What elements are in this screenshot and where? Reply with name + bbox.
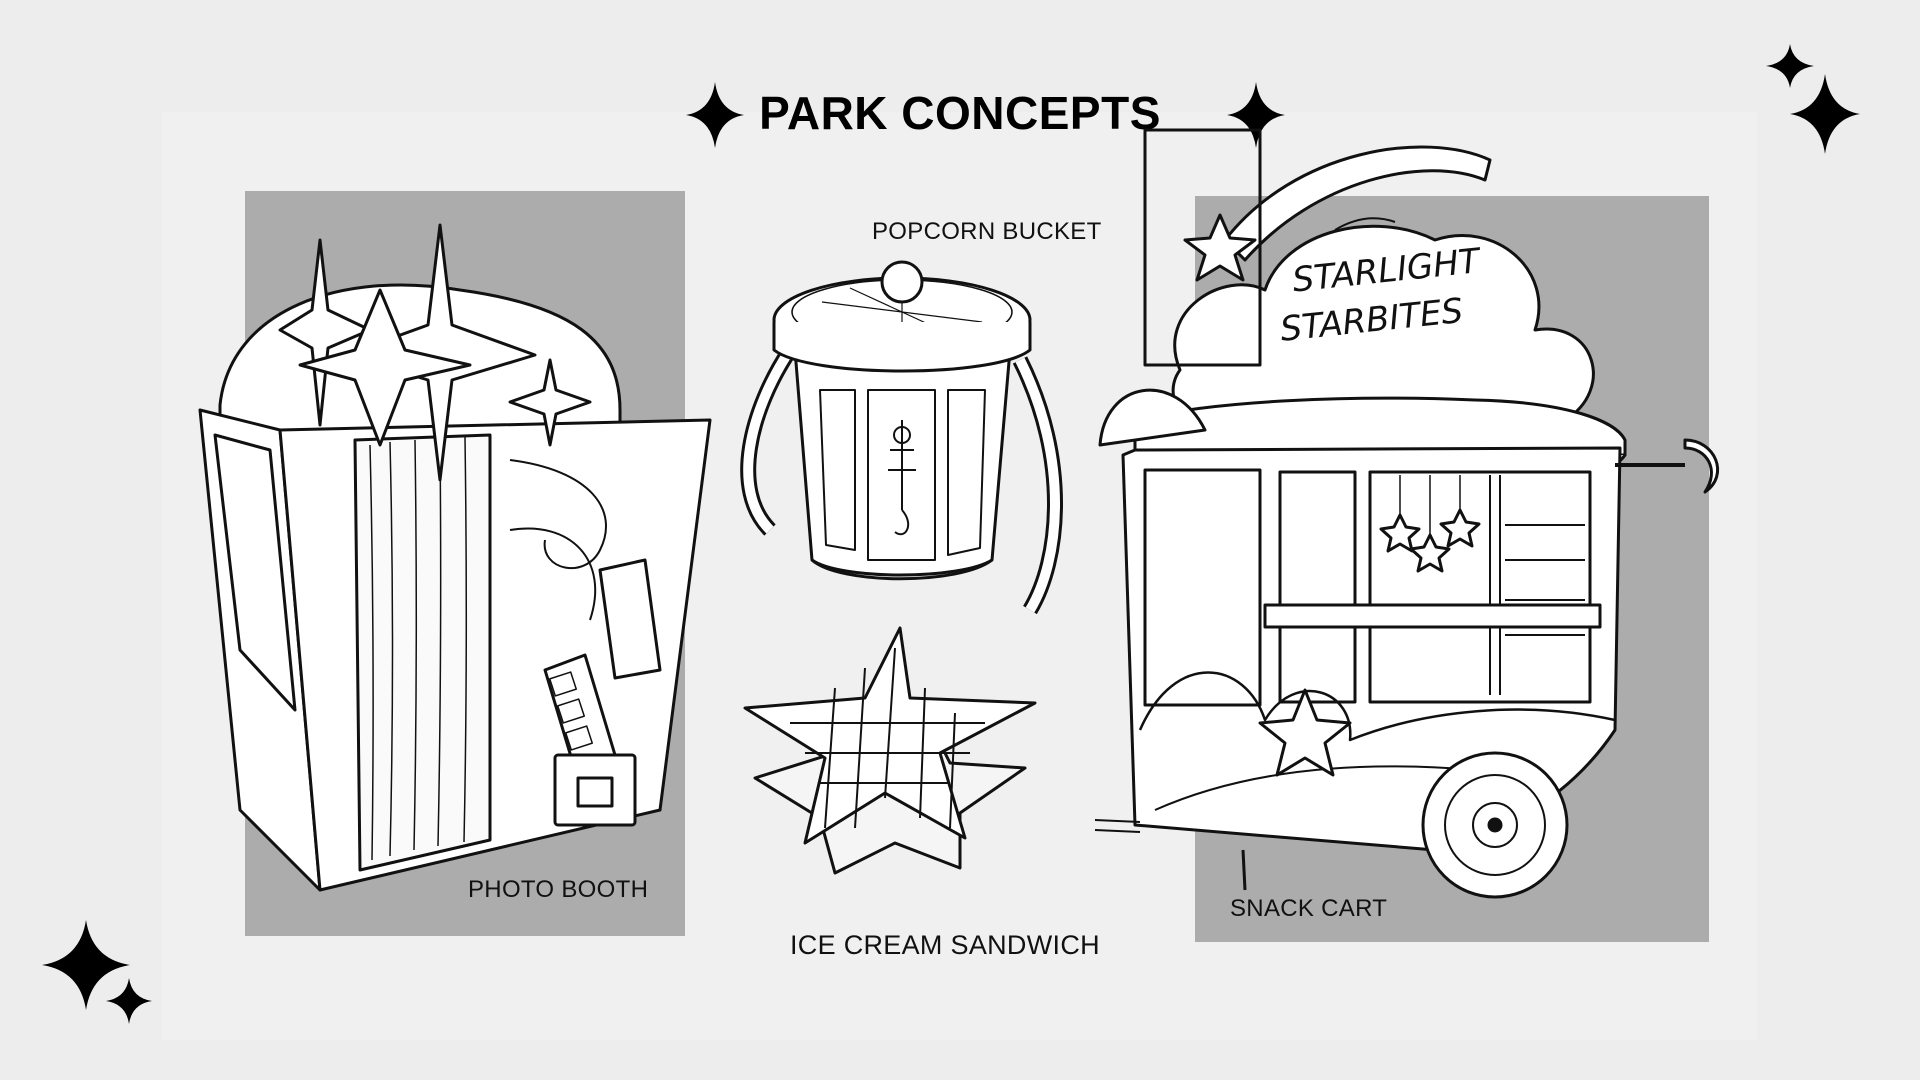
sparkle-icon xyxy=(42,920,130,1010)
snack-cart-illustration: STARLIGHT STARBITES xyxy=(1094,128,1719,899)
photo-booth-label: PHOTO BOOTH xyxy=(468,876,649,903)
popcorn-bucket-illustration xyxy=(740,260,1063,615)
sparkle-icon xyxy=(686,82,744,148)
ice-cream-sandwich-label: ICE CREAM SANDWICH xyxy=(790,930,1100,960)
sparkle-icon xyxy=(1790,74,1860,154)
popcorn-bucket-label: POPCORN BUCKET xyxy=(872,218,1102,245)
ice-cream-sandwich-illustration xyxy=(743,626,1037,875)
sparkle-icon xyxy=(106,978,152,1024)
photo-booth-illustration xyxy=(198,223,712,892)
sparkle-icon xyxy=(1766,44,1814,88)
snack-cart-label: SNACK CART xyxy=(1230,895,1388,922)
page-title: PARK CONCEPTS xyxy=(759,87,1161,139)
sparkle-icon xyxy=(1227,82,1285,148)
